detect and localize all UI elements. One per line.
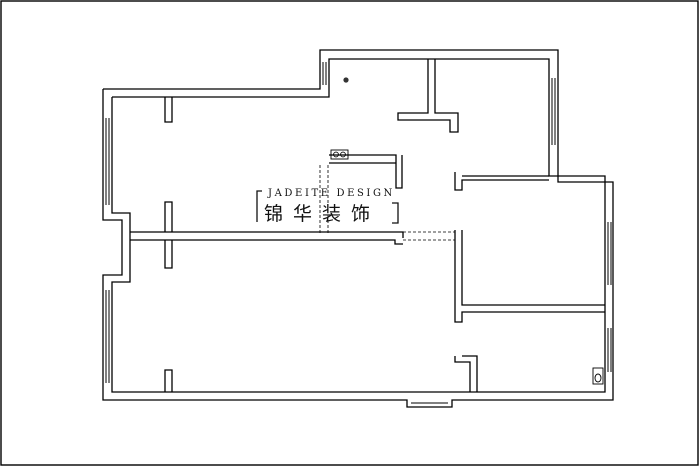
- watermark-english-text: JADEITE DESIGN: [267, 188, 395, 199]
- exterior-walls: [102, 49, 614, 408]
- dashed-boundaries: [319, 165, 455, 241]
- watermark-left-bracket: [256, 190, 262, 222]
- floor-drain-icon: [343, 77, 349, 83]
- watermark-chinese-text: 锦华装饰: [264, 203, 380, 225]
- stove-burners-icon: [330, 149, 349, 160]
- toilet-fixture-icon: [592, 367, 604, 385]
- company-watermark: JADEITE DESIGN 锦华装饰: [256, 188, 399, 225]
- interior-walls: [130, 59, 605, 392]
- watermark-right-bracket: [392, 202, 399, 224]
- windows: [105, 62, 612, 404]
